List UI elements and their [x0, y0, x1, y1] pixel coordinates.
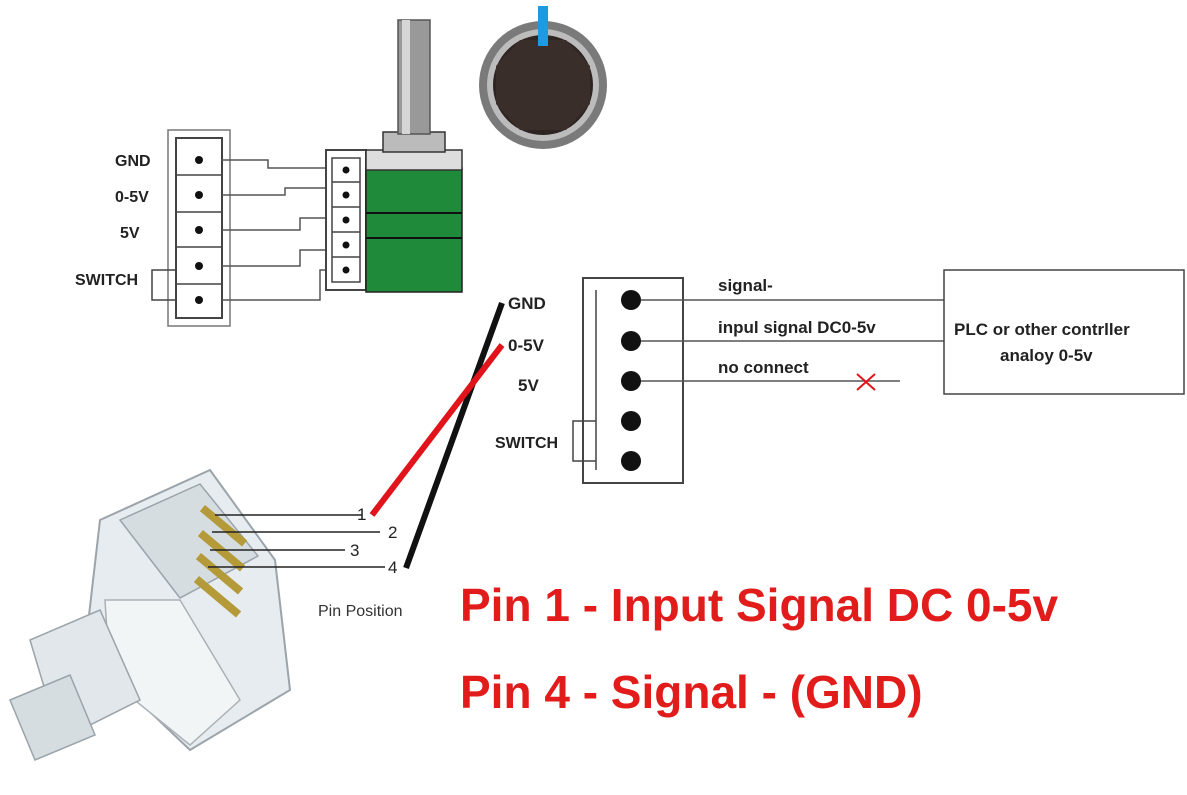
pot-label-gnd: GND — [115, 153, 151, 170]
pin-number-1: 1 — [357, 505, 366, 524]
signal-minus-label: signal- — [718, 276, 773, 295]
controller-wires — [641, 299, 944, 382]
knob-icon — [479, 6, 607, 149]
pot-label-switch: SWITCH — [75, 272, 138, 289]
callout-pin4: Pin 4 - Signal - (GND) — [460, 666, 923, 718]
pin-leader-lines — [208, 514, 385, 568]
potentiometer-body — [365, 19, 463, 293]
pin-number-2: 2 — [388, 523, 397, 542]
potentiometer-wires — [222, 159, 330, 301]
controller-label-line1: PLC or other contrller — [954, 320, 1130, 339]
pot-pin-header — [325, 149, 367, 291]
pin-number-4: 4 — [388, 558, 397, 577]
potentiometer-terminal-block — [151, 129, 231, 327]
module-label-switch: SWITCH — [495, 435, 558, 452]
input-signal-label: inpul signal DC0-5v — [718, 318, 876, 337]
module-label-5v: 5V — [518, 376, 539, 395]
pin-number-3: 3 — [350, 541, 359, 560]
module-terminal-block — [572, 277, 684, 484]
rj-connector-icon — [9, 468, 292, 761]
signal-wire — [369, 343, 505, 517]
pin-position-label: Pin Position — [318, 603, 403, 620]
gnd-wire — [403, 301, 505, 570]
no-connect-x-icon — [856, 373, 876, 391]
controller-label-line2: analoy 0-5v — [1000, 346, 1093, 365]
module-label-gnd: GND — [508, 294, 546, 313]
pot-label-0-5v: 0-5V — [115, 189, 149, 206]
no-connect-label: no connect — [718, 358, 809, 377]
controller-box — [943, 269, 1185, 395]
pot-label-5v: 5V — [120, 225, 140, 242]
callout-pin1: Pin 1 - Input Signal DC 0-5v — [460, 579, 1058, 631]
module-label-0-5v: 0-5V — [508, 336, 545, 355]
